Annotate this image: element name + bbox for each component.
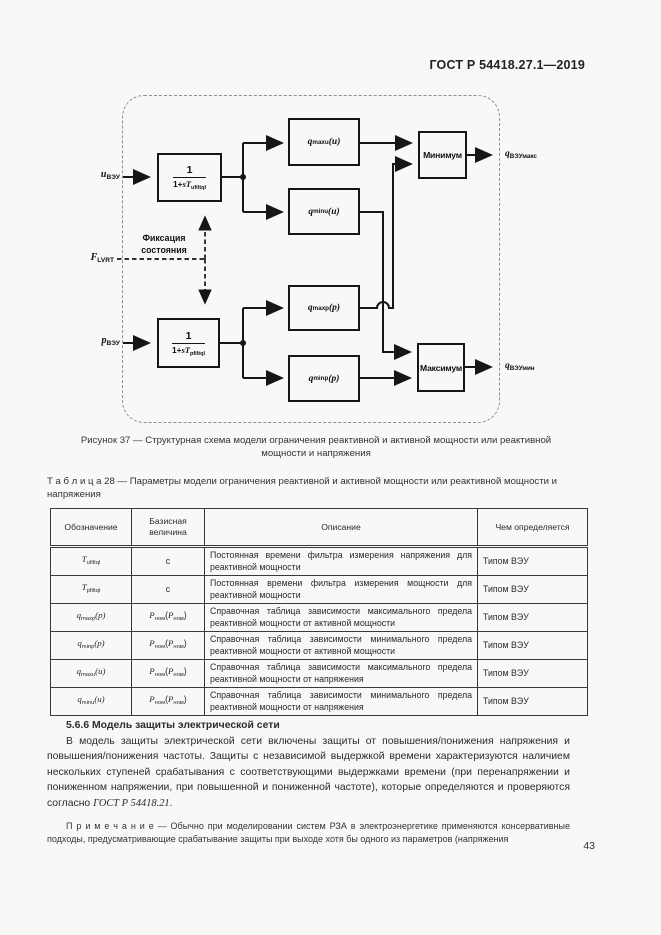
cell-symbol: Tpfiltql <box>50 575 132 604</box>
cell-description: Справочная таблица зависимости максималь… <box>204 603 478 632</box>
cell-defined-by: Типом ВЭУ <box>477 603 588 632</box>
model-boundary-frame <box>122 95 500 423</box>
diagram-wires <box>117 135 493 386</box>
cell-symbol: Tufiltql <box>50 546 132 576</box>
p-filter-numerator: 1 <box>171 330 206 344</box>
table-row: qmaxp(p) Pном(Pном) Справочная таблица з… <box>50 603 588 632</box>
figure-caption-line1: Рисунок 37 — Структурная схема модели ог… <box>80 435 552 446</box>
figure-caption: Рисунок 37 — Структурная схема модели ог… <box>60 434 572 460</box>
maximum-block: Максимум <box>417 343 465 392</box>
u-filter-numerator: 1 <box>172 164 207 179</box>
cell-description: Справочная таблица зависимости минимальн… <box>204 631 478 660</box>
cell-base: Pном(Pном) <box>131 631 205 660</box>
cell-defined-by: Типом ВЭУ <box>477 687 588 716</box>
input-flvrt-label: FLVRT <box>90 252 114 265</box>
p-filter-block: 1 1+sTpfiltql <box>157 318 220 368</box>
section-heading: 5.6.6 Модель защиты электрической сети <box>66 720 280 731</box>
table-row: Tpfiltql с Постоянная времени фильтра из… <box>50 575 588 604</box>
cell-symbol: qmaxp(p) <box>50 603 132 632</box>
table-caption-line2: напряжения <box>47 489 101 500</box>
cell-base: с <box>131 575 205 604</box>
table-caption-line1: Т а б л и ц а 28 — Параметры модели огра… <box>47 476 558 487</box>
u-filter-block: 1 1+sTufiltql <box>157 153 222 202</box>
col-header-description: Описание <box>204 508 478 548</box>
cell-base: с <box>131 546 205 576</box>
cell-description: Справочная таблица зависимости максималь… <box>204 659 478 688</box>
cell-symbol: qminu(u) <box>50 687 132 716</box>
state-fixation-line1: Фиксация <box>142 233 186 243</box>
cell-defined-by: Типом ВЭУ <box>477 575 588 604</box>
document-number: ГОСТ Р 54418.27.1—2019 <box>429 58 585 72</box>
col-header-base: Базисная величина <box>131 508 205 548</box>
p-filter-denominator: 1+sTpfiltql <box>172 344 205 357</box>
parameters-table: Обозначение Базисная величина Описание Ч… <box>50 508 588 716</box>
table-row: qminp(p) Pном(Pном) Справочная таблица з… <box>50 631 588 660</box>
section-paragraph: В модель защиты электрической сети включ… <box>47 736 570 809</box>
cell-base: Pном(Pном) <box>131 687 205 716</box>
cell-symbol: qminp(p) <box>50 631 132 660</box>
input-u-label: uВЭУ <box>100 169 120 182</box>
cell-description: Постоянная времени фильтра измерения мощ… <box>204 575 478 604</box>
table-header-row: Обозначение Базисная величина Описание Ч… <box>50 508 588 548</box>
cell-base: Pном(Pном) <box>131 659 205 688</box>
figure-caption-line2: мощности и напряжения <box>261 448 371 459</box>
section-5-6-6: 5.6.6 Модель защиты электрической сети В… <box>47 720 570 845</box>
col-header-defined-by: Чем определяется <box>477 508 588 548</box>
table-row: qminu(u) Pном(Pном) Справочная таблица з… <box>50 687 588 716</box>
cell-defined-by: Типом ВЭУ <box>477 659 588 688</box>
output-qmin-label: qВЭУмин <box>505 361 535 372</box>
table-row: qmaxu(u) Pном(Pном) Справочная таблица з… <box>50 659 588 688</box>
cell-defined-by: Типом ВЭУ <box>477 546 588 576</box>
cell-description: Постоянная времени фильтра измерения нап… <box>204 546 478 576</box>
state-fixation-label: Фиксация состояния <box>131 232 197 256</box>
cell-base: Pном(Pном) <box>131 603 205 632</box>
minimum-block: Минимум <box>418 131 467 179</box>
page-number: 43 <box>583 840 595 852</box>
cell-defined-by: Типом ВЭУ <box>477 631 588 660</box>
table-caption: Т а б л и ц а 28 — Параметры модели огра… <box>47 475 575 501</box>
output-qmax-label: qВЭУмакс <box>505 149 537 160</box>
section-note: П р и м е ч а н и е — Обычно при моделир… <box>47 821 570 844</box>
col-header-symbol: Обозначение <box>50 508 132 548</box>
cell-description: Справочная таблица зависимости минимальн… <box>204 687 478 716</box>
u-filter-denominator: 1+sTufiltql <box>173 179 206 191</box>
input-p-label: pВЭУ <box>101 335 120 348</box>
state-fixation-line2: состояния <box>141 245 187 255</box>
cell-symbol: qmaxu(u) <box>50 659 132 688</box>
table-row: Tufiltql с Постоянная времени фильтра из… <box>50 546 588 576</box>
